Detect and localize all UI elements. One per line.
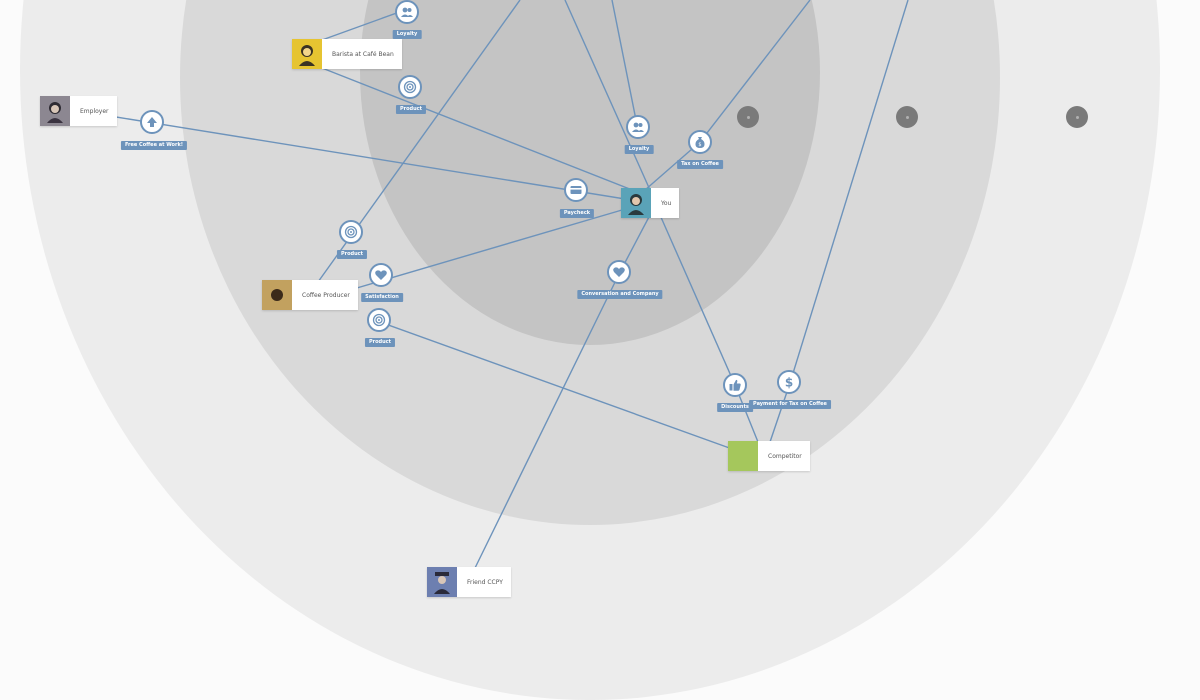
actor-name: Coffee Producer xyxy=(302,291,350,299)
exchange-label-tax-on-coffee: Tax on Coffee xyxy=(677,160,723,169)
card-icon[interactable] xyxy=(564,178,588,202)
link-line xyxy=(474,271,621,569)
actor-barista[interactable]: Barista at Café Bean xyxy=(292,39,402,69)
link-line xyxy=(349,209,623,291)
exchange-label-paycheck: Paycheck xyxy=(559,209,595,218)
exchange-label-discounts: Discounts xyxy=(717,403,753,412)
heart-icon[interactable] xyxy=(369,263,393,287)
link-line xyxy=(321,67,646,196)
actor-friend[interactable]: Friend CCPY xyxy=(427,567,511,597)
target-icon[interactable] xyxy=(367,308,391,332)
competitor-avatar xyxy=(728,441,758,471)
link-line xyxy=(109,115,651,204)
exchange-label-loyalty: Loyalty xyxy=(624,145,654,154)
link-line xyxy=(659,214,736,386)
link-line xyxy=(611,0,639,131)
target-icon[interactable] xyxy=(339,220,363,244)
link-line xyxy=(699,0,811,143)
link-line xyxy=(321,9,406,41)
actor-competitor[interactable]: Competitor xyxy=(728,441,810,471)
friend-avatar xyxy=(427,567,457,597)
you-avatar xyxy=(621,188,651,218)
actor-you[interactable]: You xyxy=(621,188,680,218)
target-icon[interactable] xyxy=(398,75,422,99)
ring-handle-middle[interactable] xyxy=(896,106,918,128)
link-line xyxy=(379,321,736,451)
link-line xyxy=(789,0,909,384)
actor-name: Competitor xyxy=(768,452,802,460)
employer-avatar xyxy=(40,96,70,126)
exchange-label-satisfaction: Satisfaction xyxy=(361,293,403,302)
actor-name: Friend CCPY xyxy=(467,578,503,586)
svg-text:$: $ xyxy=(698,142,701,148)
exchange-label-product: Product xyxy=(395,105,427,114)
svg-text:$: $ xyxy=(785,376,793,390)
actor-name: You xyxy=(661,199,672,207)
heart-icon[interactable] xyxy=(607,260,631,284)
coffee-producer-avatar xyxy=(262,280,292,310)
barista-avatar xyxy=(292,39,322,69)
people-icon[interactable] xyxy=(395,0,419,24)
connection-lines xyxy=(109,0,909,569)
dollar-icon[interactable]: $ xyxy=(777,370,801,394)
actor-employer[interactable]: Employer xyxy=(40,96,117,126)
actor-name: Employer xyxy=(80,107,109,115)
arrow-up-icon[interactable] xyxy=(140,110,164,134)
exchange-label-payment: Payment for Tax on Coffee xyxy=(749,400,831,409)
money-bag-icon[interactable]: $ xyxy=(688,130,712,154)
exchange-label-product: Product xyxy=(364,338,396,347)
exchange-label-product: Product xyxy=(336,250,368,259)
exchange-label-conversation: Conversation and Company xyxy=(577,290,663,299)
actor-coffee-producer[interactable]: Coffee Producer xyxy=(262,280,358,310)
actor-name: Barista at Café Bean xyxy=(332,50,394,58)
exchange-label-free-coffee: Free Coffee at Work! xyxy=(120,141,188,150)
people-icon[interactable] xyxy=(626,115,650,139)
exchange-label-loyalty: Loyalty xyxy=(392,30,422,39)
ring-handle-outer[interactable] xyxy=(1066,106,1088,128)
link-line xyxy=(564,0,651,191)
thumbs-up-icon[interactable] xyxy=(723,373,747,397)
ring-handle-inner[interactable] xyxy=(737,106,759,128)
